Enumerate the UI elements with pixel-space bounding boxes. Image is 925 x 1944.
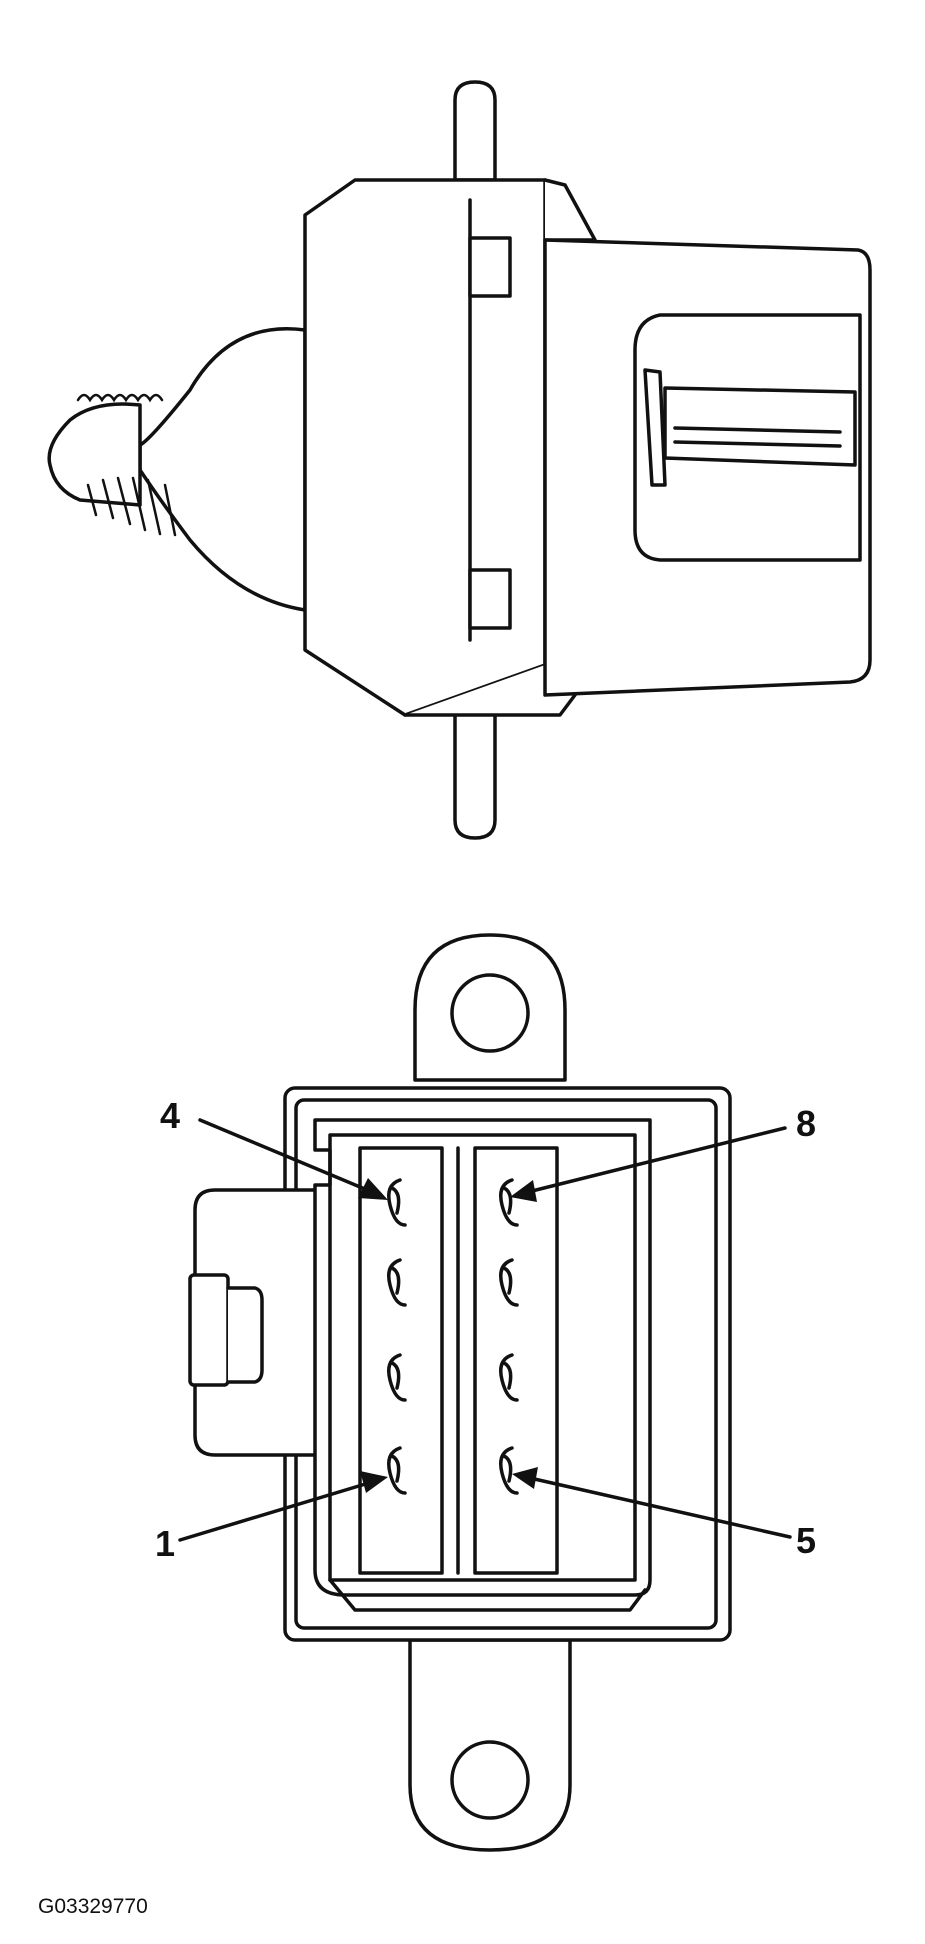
pin-column-left [358,1146,444,1575]
pin-label-1: 1 [155,1523,175,1564]
arrowhead-1 [360,1471,388,1493]
pin-column-right [473,1146,559,1575]
terminal-5 [499,1446,519,1495]
terminal-8 [499,1178,519,1227]
top-mounting-hole [450,973,530,1053]
switch-side-view [47,80,872,840]
side-latch-bar [188,1273,230,1387]
leader-line-8 [526,1126,787,1194]
pin-label-8: 8 [796,1103,816,1144]
top-peg [453,80,497,182]
terminal-7 [499,1258,519,1307]
figure-id: G03329770 [38,1895,148,1918]
pin-label-5: 5 [796,1520,816,1561]
latch-window-top [468,236,512,298]
side-latch-inner [226,1286,264,1384]
terminal-6 [499,1353,519,1402]
connector-latch [643,368,667,487]
leader-line-4 [198,1118,374,1194]
arrowhead-8 [510,1180,537,1202]
body-top-bevel [543,178,597,242]
terminal-2 [387,1353,407,1402]
leader-line-5 [528,1476,792,1539]
plunger-boot [138,327,307,612]
bottom-mounting-hole [450,1740,530,1820]
leader-line-1 [178,1480,374,1542]
latch-window-bottom [468,568,512,630]
terminal-4 [387,1178,407,1227]
pin-label-4: 4 [160,1095,180,1136]
cavity-lower-step [328,1578,647,1612]
cavity-inner-wall [328,1133,637,1582]
arrowhead-4 [358,1178,388,1200]
plunger-threads-bottom [86,476,177,537]
terminal-blade [663,386,857,467]
connector-face-view: 4 8 1 5 [155,933,816,1852]
terminal-1 [387,1446,407,1495]
plunger-threads-top [76,393,164,403]
terminal-3 [387,1258,407,1307]
arrowhead-5 [512,1467,538,1489]
bottom-peg [453,688,497,840]
terminal-blade-inner [673,426,842,448]
plunger-tip [47,402,142,507]
